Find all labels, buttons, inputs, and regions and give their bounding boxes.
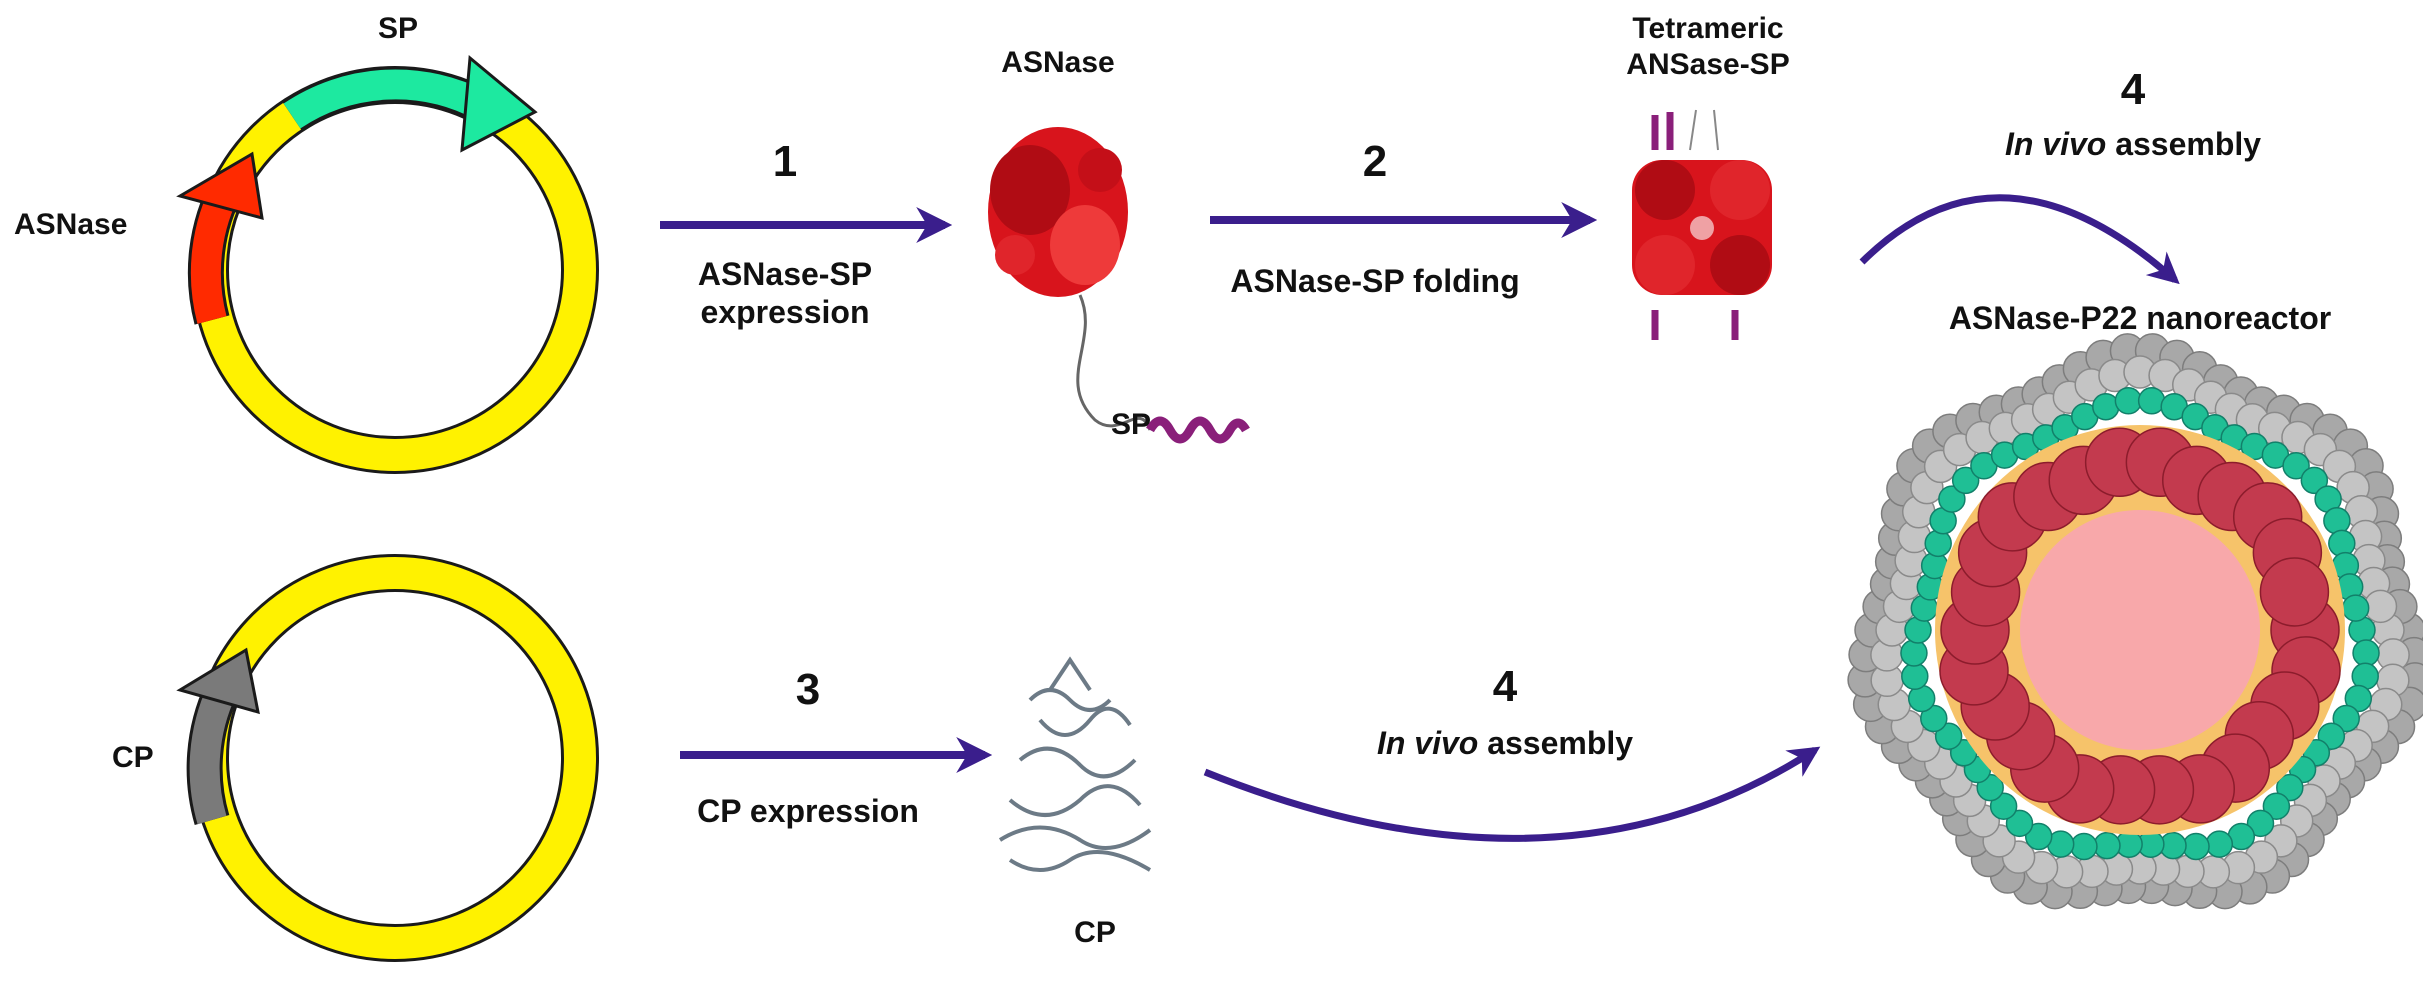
tetramer-label-line-1: Tetrameric xyxy=(1632,12,1784,45)
capsid-inner-bead xyxy=(2205,830,2234,858)
capsid-inner-bead xyxy=(1938,485,1966,513)
tetramer-label-line-2: ANSase-SP xyxy=(1626,48,1790,81)
nanoreactor-capsid xyxy=(1847,333,2423,910)
step-4-top-label: In vivo assembly xyxy=(2005,128,2261,160)
capsid-inner-bead xyxy=(2070,832,2098,861)
plasmid-asnase-sp xyxy=(176,55,599,474)
step-4-top-italic: In vivo xyxy=(2004,126,2107,162)
capsid-lumen xyxy=(2020,510,2260,750)
capsid-inner-bead xyxy=(2341,594,2370,622)
arrow-step-4-top xyxy=(1859,194,2180,285)
capsid-inner-bead xyxy=(1901,662,1929,691)
capsid-inner-bead xyxy=(1934,722,1963,750)
plasmid-cp-label: CP xyxy=(112,741,154,774)
step-4-bottom-rest: assembly xyxy=(1478,725,1634,761)
asnase-monomer-structure xyxy=(988,127,1250,444)
step-4-bottom-label: In vivo assembly xyxy=(1377,727,1633,759)
step-3-number: 3 xyxy=(795,665,821,714)
capsid-inner-bead xyxy=(2114,387,2143,415)
capsid-inner-bead xyxy=(2352,639,2380,667)
capsid-inner-bead xyxy=(2332,704,2360,733)
plasmid-sp-label: SP xyxy=(377,12,419,45)
step-4-bottom-number: 4 xyxy=(1492,662,1518,711)
step-4-top-rest: assembly xyxy=(2106,126,2262,162)
capsid-inner-bead xyxy=(2024,822,2053,851)
step-1-number: 1 xyxy=(772,137,798,186)
cp-protein-structure xyxy=(998,656,1152,872)
capsid-inner-bead xyxy=(2344,684,2373,713)
cp-protein-label: CP xyxy=(1074,916,1116,949)
step-2-label: ASNase-SP folding xyxy=(1230,263,1520,299)
step-1-label-line-2: expression xyxy=(700,294,870,330)
encapsulated-asnase xyxy=(2259,557,2330,627)
step-4-top-number: 4 xyxy=(2120,65,2146,114)
capsid-inner-bead xyxy=(2093,831,2121,860)
step-3-label: CP expression xyxy=(697,793,919,829)
asnase-monomer-label: ASNase xyxy=(1001,46,1115,79)
sp-gene-arrowhead xyxy=(460,55,538,153)
tetramer-structure xyxy=(1632,109,1772,340)
step-2-number: 2 xyxy=(1362,137,1388,186)
capsid-inner-bead xyxy=(1989,792,2018,820)
step-1-label-line-1: ASNase-SP xyxy=(697,256,873,292)
capsid-inner-bead xyxy=(2262,792,2291,820)
capsid-inner-bead xyxy=(2005,809,2034,838)
capsid-inner-bead xyxy=(2300,466,2329,495)
plasmid-cp xyxy=(176,554,599,962)
asnase-gene-arrowhead xyxy=(176,151,264,221)
capsid-inner-bead xyxy=(2323,506,2351,535)
capsid-inner-bead xyxy=(2276,773,2304,802)
nanoreactor-title: ASNase-P22 nanoreactor xyxy=(1948,300,2332,336)
capsid-inner-bead xyxy=(2182,832,2210,861)
capsid-inner-bead xyxy=(1900,639,1928,667)
capsid-inner-bead xyxy=(2282,452,2310,480)
sp-tail-label: SP xyxy=(1110,408,1152,441)
capsid-inner-bead xyxy=(2246,809,2275,838)
step-4-bottom-italic: In vivo xyxy=(1376,725,1479,761)
capsid-inner-bead xyxy=(1951,466,1980,495)
arrow-step-4-bottom xyxy=(1203,746,1821,842)
plasmid-asnase-label: ASNase xyxy=(14,208,128,241)
cp-gene-arrowhead xyxy=(176,647,260,715)
capsid-inner-bead xyxy=(1920,704,1948,733)
capsid-inner-bead xyxy=(2092,392,2120,421)
capsid-inner-bead xyxy=(2137,387,2166,415)
capsid-inner-bead xyxy=(1924,529,1952,558)
sp-helix xyxy=(1146,416,1250,444)
